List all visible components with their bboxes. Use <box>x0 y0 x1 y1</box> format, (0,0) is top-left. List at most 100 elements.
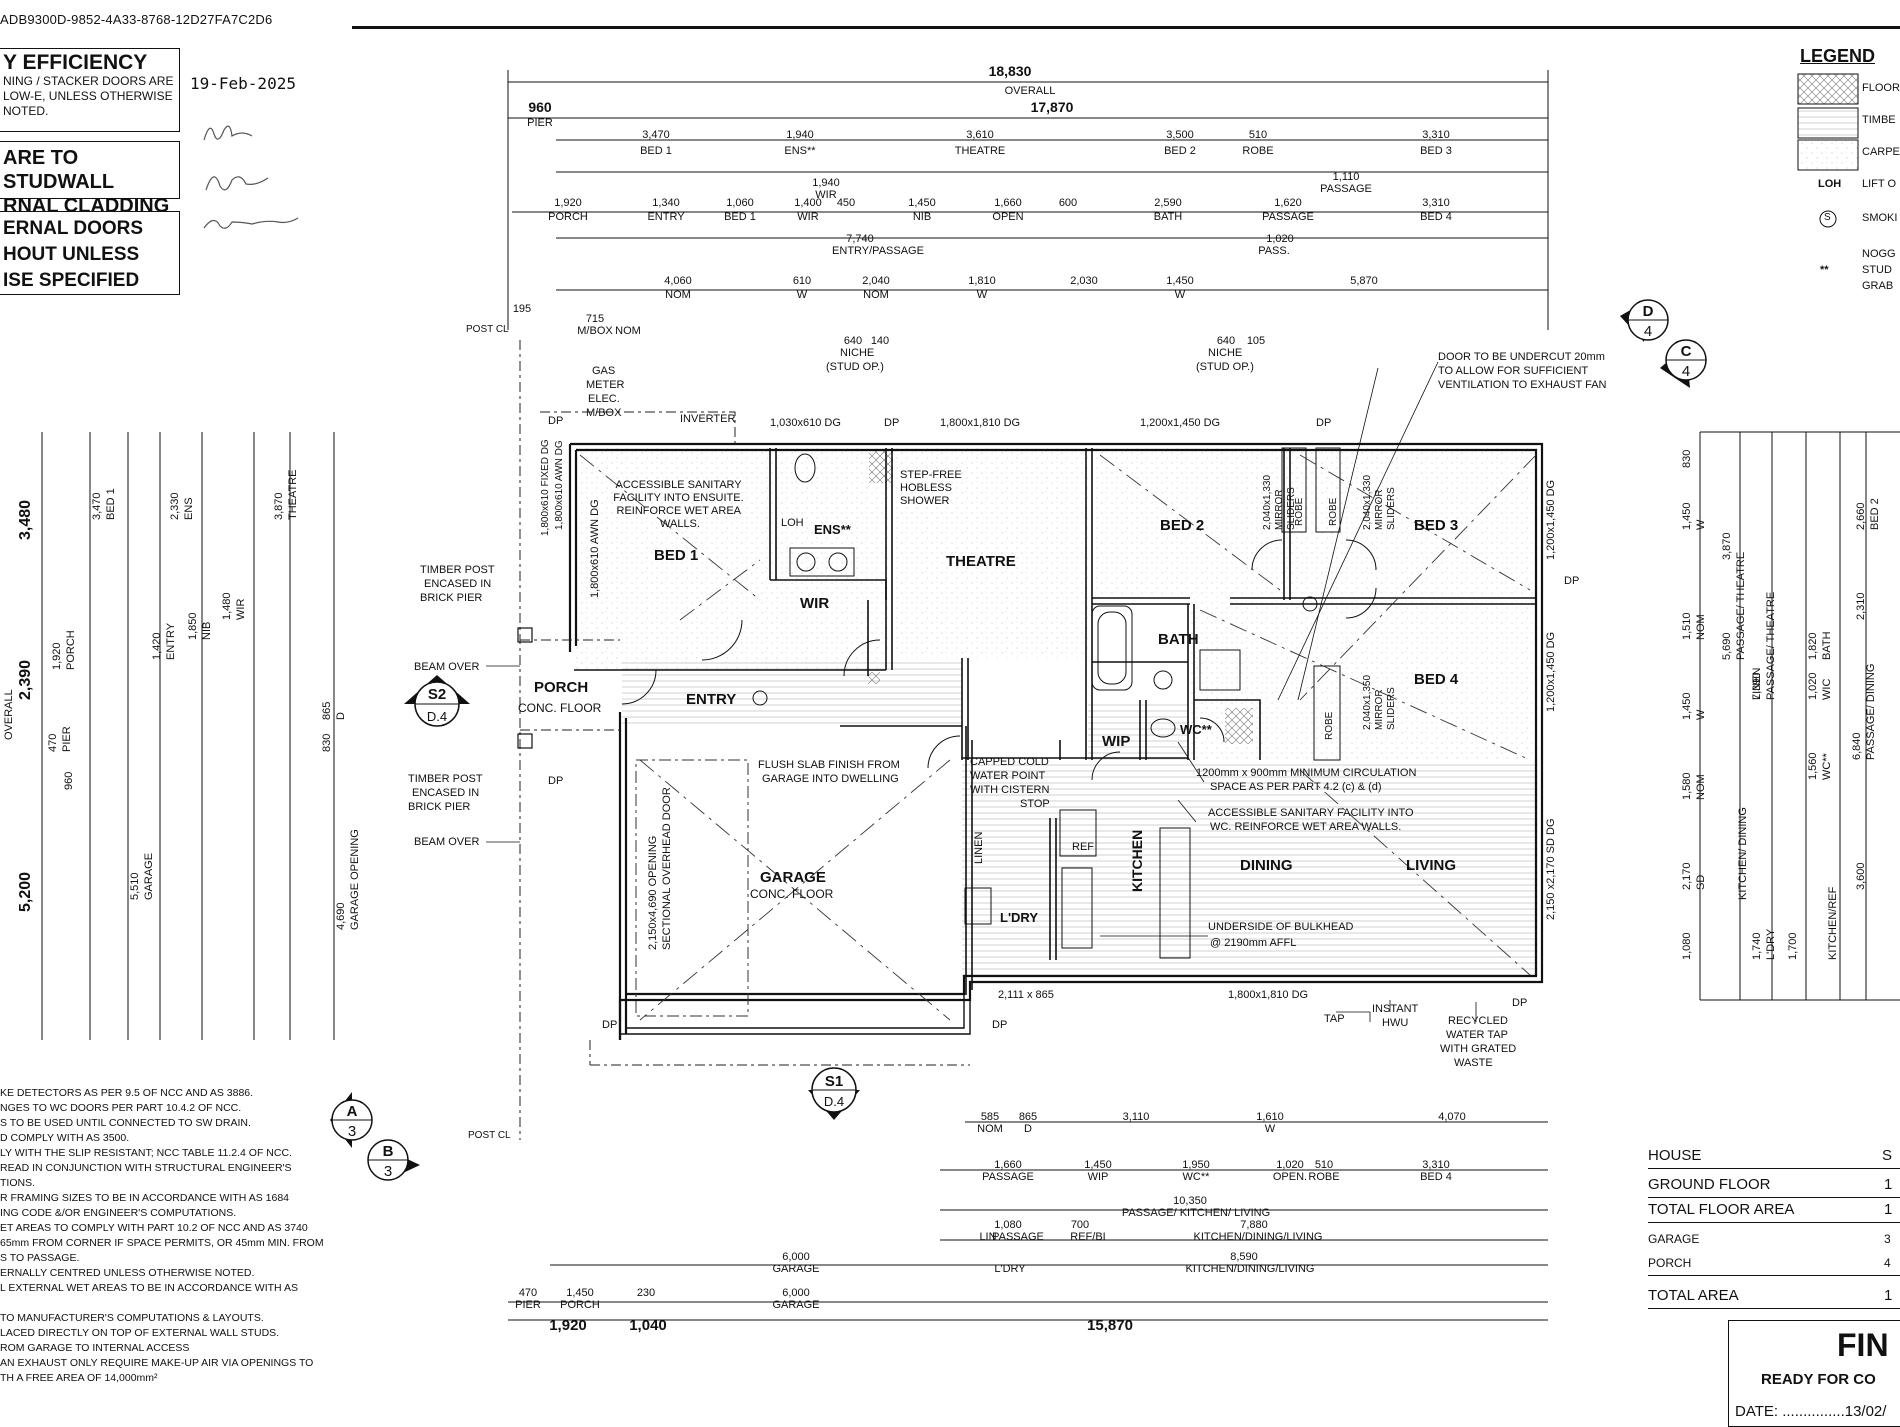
dimension-label: 1,920 <box>51 642 63 670</box>
laundry-tub <box>964 887 992 925</box>
svg-text:REF: REF <box>1072 841 1094 853</box>
dimension-label: 2,170 <box>1681 862 1693 890</box>
dimension-label: 3,110 <box>1123 1111 1150 1123</box>
general-note-line: LACED DIRECTLY ON TOP OF EXTERNAL WALL S… <box>0 1327 280 1339</box>
room-porch: PORCH <box>534 679 588 696</box>
robe-bed2 <box>1281 447 1307 533</box>
svg-text:CONC. FLOOR: CONC. FLOOR <box>518 701 602 715</box>
dimension-label: 3,870 <box>1721 532 1733 560</box>
dimension-label: PASSAGE <box>1262 211 1314 223</box>
dimension-label: 1,740 <box>1751 932 1763 960</box>
garage-door-outline <box>635 759 749 1017</box>
svg-text:10,350: 10,350 <box>1173 1195 1207 1207</box>
dimension-label: KITCHEN/ DINING <box>1737 807 1749 900</box>
dimension-label: 1,420 <box>151 632 163 660</box>
general-note-line: READ IN CONJUNCTION WITH STRUCTURAL ENGI… <box>0 1162 292 1174</box>
dimension-label: NOM <box>1695 774 1707 800</box>
dimension-label: NIB <box>913 211 931 223</box>
svg-text:DP: DP <box>602 1019 617 1031</box>
robe-bed4 <box>1313 665 1341 761</box>
dimension-label: WC** <box>1821 752 1833 780</box>
dimension-label: 1,660 <box>994 197 1022 209</box>
room-wip: WIP <box>1102 733 1130 750</box>
smoke-detector-entry <box>752 690 768 706</box>
marker-a <box>330 1092 373 1148</box>
dimension-label: W <box>1265 1123 1276 1135</box>
note-timber-post-2: TIMBER POST ENCASED IN BRICK PIER <box>408 773 485 813</box>
dimension-label: W <box>797 289 808 301</box>
svg-text:1,940: 1,940 <box>812 177 840 189</box>
room-entry: ENTRY <box>686 691 736 708</box>
legend-swatches <box>1797 73 1859 228</box>
ready-for-construction: READY FOR CO <box>1761 1371 1876 1388</box>
svg-text:1,920: 1,920 <box>549 1317 587 1334</box>
dimension-label: L'DRY <box>1765 928 1777 960</box>
svg-text:960: 960 <box>528 99 552 115</box>
svg-text:105: 105 <box>1247 335 1265 347</box>
general-note-line: TIONS. <box>0 1177 36 1189</box>
dimension-label: NOM <box>1695 614 1707 640</box>
shower-tile <box>869 451 893 483</box>
dimension-label: BED 1 <box>105 488 117 520</box>
general-note-line: LY WITH THE SLIP RESISTANT; NCC TABLE 11… <box>0 1147 292 1159</box>
svg-text:DP: DP <box>1512 997 1527 1009</box>
dimension-label: BED 1 <box>724 211 756 223</box>
svg-text:C: C <box>1681 343 1692 360</box>
dimension-label: 1,450 <box>908 197 936 209</box>
dimension-label: 1,400 <box>794 197 822 209</box>
svg-text:7,740: 7,740 <box>846 233 874 245</box>
dimension-label: 865 <box>1019 1111 1037 1123</box>
dimension-label: 1,560 <box>1807 752 1819 780</box>
dimension-label: 1,610 <box>1256 1111 1284 1123</box>
internal-walls <box>574 448 1536 995</box>
svg-text:S2: S2 <box>428 686 446 703</box>
general-note-line: TH A FREE AREA OF 14,000mm² <box>0 1372 158 1384</box>
marker-s2 <box>404 675 470 727</box>
note-capped: CAPPED COLD WATER POINT WITH CISTERN STO… <box>970 756 1053 810</box>
dimension-label: 470 <box>47 734 59 752</box>
svg-text:WIR: WIR <box>815 189 836 201</box>
marker-d <box>1620 299 1669 342</box>
dimension-label: 2,330 <box>169 492 181 520</box>
dimension-label: D <box>335 712 347 720</box>
dimension-label: PASSAGE/ THEATRE <box>1735 552 1747 660</box>
dimension-label: BATH <box>1154 211 1183 223</box>
room-linen: LINEN <box>973 832 985 864</box>
dimension-label: BED 2 <box>1869 498 1881 530</box>
dimension-label: W <box>1175 289 1186 301</box>
window-2111: 2,111 x 865 <box>998 989 1054 1001</box>
general-note-line: TO MANUFACTURER'S COMPUTATIONS & LAYOUTS… <box>0 1312 264 1324</box>
dimension-label: THEATRE <box>287 469 299 520</box>
general-note-line: ROM GARAGE TO INTERNAL ACCESS <box>0 1342 190 1354</box>
dimension-label: BED 4 <box>1420 211 1452 223</box>
note-flush-slab: FLUSH SLAB FINISH FROM GARAGE INTO DWELL… <box>758 759 903 785</box>
svg-text:470: 470 <box>519 1287 537 1299</box>
dimension-label: NIB <box>201 622 213 640</box>
marker-b <box>367 1139 420 1181</box>
svg-text:DP: DP <box>1564 575 1579 587</box>
svg-text:DP: DP <box>884 417 899 429</box>
general-note-line: ERNALLY CENTRED UNLESS OTHERWISE NOTED. <box>0 1267 255 1279</box>
general-note-line: D COMPLY WITH AS 3500. <box>0 1132 130 1144</box>
svg-text:PASSAGE/ KITCHEN/ LIVING: PASSAGE/ KITCHEN/ LIVING <box>1122 1207 1270 1219</box>
signature-1 <box>203 125 253 141</box>
svg-text:PASS.: PASS. <box>1258 245 1290 257</box>
dimension-label: 1,580 <box>1681 772 1693 800</box>
internal-doors-note: ERNAL DOORS HOUT UNLESS ISE SPECIFIED <box>0 211 180 295</box>
dimension-label: 960 <box>63 772 75 790</box>
section-markers <box>330 299 1707 1181</box>
dimension-label: ENS** <box>784 145 816 157</box>
dimension-label: 1,620 <box>1274 197 1302 209</box>
external-walls <box>568 442 1544 1040</box>
title-rule <box>352 26 1900 29</box>
room-ldry: L'DRY <box>1000 910 1038 925</box>
note-beam-over-1: BEAM OVER <box>414 661 479 673</box>
dimension-label: WIP <box>1088 1171 1109 1183</box>
post-cl-top: POST CL <box>466 324 509 335</box>
dimension-label: NOM <box>977 1123 1003 1135</box>
note-timber-post-1: TIMBER POST ENCASED IN BRICK PIER <box>420 564 497 604</box>
dimension-label: SD <box>1695 875 1707 890</box>
signatures <box>203 125 299 229</box>
